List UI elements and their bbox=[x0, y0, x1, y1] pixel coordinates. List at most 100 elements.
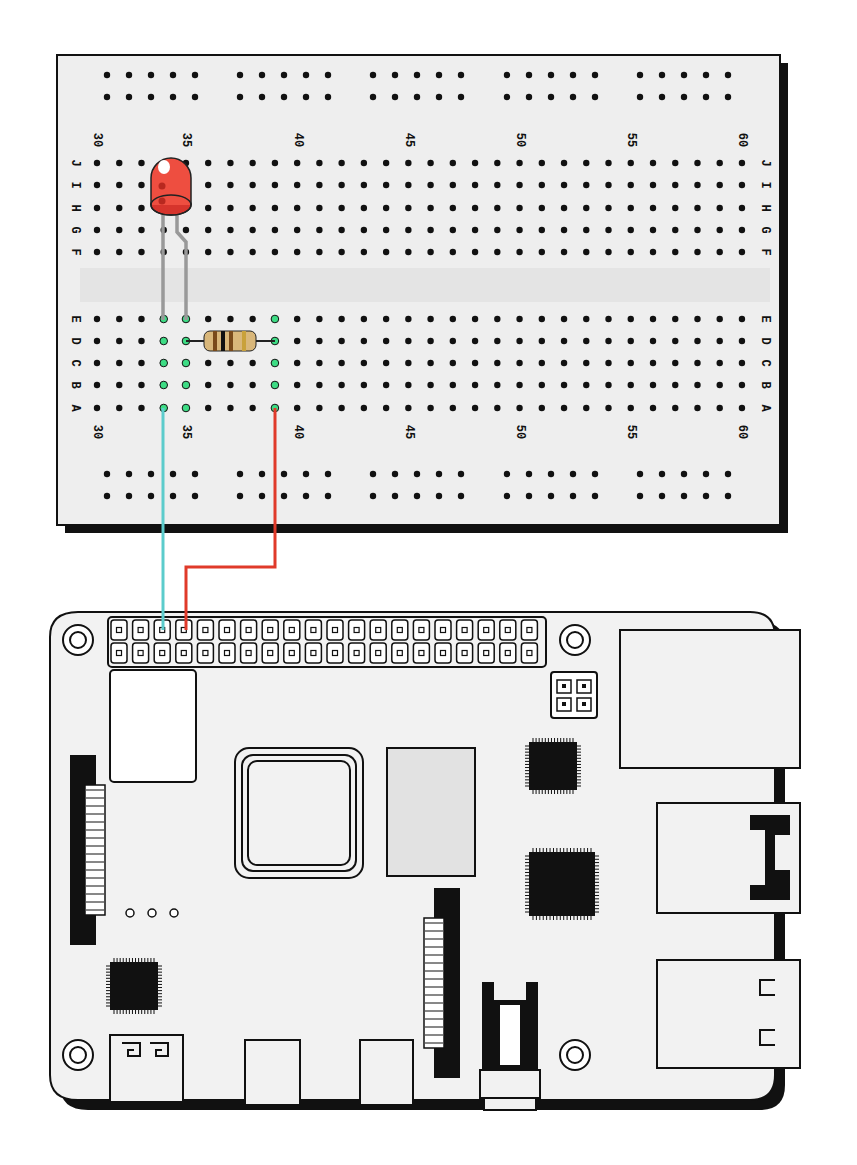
usb-port bbox=[657, 803, 800, 913]
breadboard-hole bbox=[249, 316, 255, 322]
rail-hole bbox=[259, 493, 265, 499]
header-pin bbox=[413, 643, 429, 663]
pin-contact bbox=[246, 628, 251, 633]
breadboard-hole bbox=[561, 382, 567, 388]
breadboard-hole bbox=[494, 227, 500, 233]
breadboard-hole bbox=[361, 249, 367, 255]
rail-hole bbox=[281, 471, 287, 477]
breadboard-hole bbox=[138, 405, 144, 411]
rail-hole bbox=[458, 94, 464, 100]
breadboard-hole bbox=[182, 404, 190, 412]
rail-hole bbox=[303, 493, 309, 499]
rail-hole bbox=[725, 471, 731, 477]
breadboard-hole bbox=[450, 382, 456, 388]
breadboard-hole bbox=[116, 249, 122, 255]
rail-hole bbox=[703, 471, 709, 477]
column-number: 40 bbox=[292, 133, 304, 147]
breadboard-hole bbox=[205, 249, 211, 255]
breadboard-hole bbox=[294, 382, 300, 388]
breadboard-hole bbox=[361, 160, 367, 166]
breadboard-hole bbox=[605, 182, 611, 188]
breadboard-hole bbox=[116, 182, 122, 188]
breadboard-hole bbox=[227, 316, 233, 322]
pin-contact bbox=[289, 651, 294, 656]
usb-c-port bbox=[110, 1035, 183, 1102]
pin-contact bbox=[333, 651, 338, 656]
rail-hole bbox=[126, 471, 132, 477]
rail-hole bbox=[303, 94, 309, 100]
breadboard-hole bbox=[94, 338, 100, 344]
breadboard-hole bbox=[583, 338, 589, 344]
contact bbox=[86, 798, 104, 799]
pin-contact bbox=[268, 628, 273, 633]
gpio-header bbox=[108, 617, 546, 667]
header-pin bbox=[154, 643, 170, 663]
rail-hole bbox=[526, 94, 532, 100]
header-pin bbox=[370, 643, 386, 663]
breadboard-hole bbox=[717, 338, 723, 344]
column-number: 60 bbox=[736, 133, 748, 147]
breadboard-hole bbox=[427, 227, 433, 233]
hdmi-port bbox=[360, 1040, 413, 1105]
rail-hole bbox=[126, 94, 132, 100]
breadboard-hole bbox=[272, 227, 278, 233]
header-pin bbox=[500, 620, 516, 640]
rail-hole bbox=[148, 493, 154, 499]
breadboard-hole bbox=[494, 405, 500, 411]
contact bbox=[425, 1027, 443, 1028]
breadboard-hole bbox=[516, 227, 522, 233]
usb-port bbox=[657, 960, 800, 1068]
breadboard-holes bbox=[94, 72, 745, 499]
header-pin bbox=[435, 643, 451, 663]
pin-contact bbox=[160, 651, 165, 656]
breadboard-hole bbox=[672, 227, 678, 233]
rail-hole bbox=[237, 94, 243, 100]
rail-hole bbox=[126, 493, 132, 499]
breadboard-hole bbox=[316, 205, 322, 211]
breadboard-hole bbox=[516, 382, 522, 388]
header-pin bbox=[111, 643, 127, 663]
breadboard-hole bbox=[116, 382, 122, 388]
breadboard-hole bbox=[138, 316, 144, 322]
breadboard-hole bbox=[316, 405, 322, 411]
pin-contact bbox=[505, 651, 510, 656]
breadboard-hole bbox=[316, 249, 322, 255]
breadboard-hole bbox=[383, 160, 389, 166]
breadboard-hole bbox=[472, 405, 478, 411]
row-letter: C bbox=[759, 359, 771, 366]
header-pin bbox=[133, 643, 149, 663]
breadboard-hole bbox=[539, 205, 545, 211]
rail-hole bbox=[237, 471, 243, 477]
contact bbox=[86, 838, 104, 839]
rail-hole bbox=[659, 471, 665, 477]
rail-hole bbox=[703, 94, 709, 100]
breadboard-hole bbox=[583, 316, 589, 322]
rail-hole bbox=[637, 72, 643, 78]
breadboard-hole bbox=[717, 160, 723, 166]
breadboard-hole bbox=[361, 382, 367, 388]
breadboard-hole bbox=[694, 382, 700, 388]
breadboard-hole bbox=[116, 405, 122, 411]
breadboard-hole bbox=[672, 182, 678, 188]
breadboard-hole bbox=[427, 182, 433, 188]
display-connector bbox=[70, 755, 105, 945]
breadboard-hole bbox=[183, 227, 189, 233]
contact bbox=[425, 987, 443, 988]
breadboard-hole bbox=[539, 338, 545, 344]
breadboard-hole bbox=[650, 182, 656, 188]
breadboard-hole bbox=[672, 316, 678, 322]
breadboard-hole bbox=[605, 405, 611, 411]
header-pin bbox=[305, 620, 321, 640]
breadboard-hole bbox=[650, 338, 656, 344]
contact bbox=[425, 1043, 443, 1044]
contact bbox=[86, 822, 104, 823]
breadboard-hole bbox=[338, 360, 344, 366]
audio-jack bbox=[480, 982, 540, 1110]
rail-hole bbox=[259, 471, 265, 477]
rail-hole bbox=[281, 72, 287, 78]
column-number: 30 bbox=[91, 133, 103, 147]
breadboard-hole bbox=[739, 227, 745, 233]
breadboard-hole bbox=[739, 338, 745, 344]
breadboard-hole bbox=[227, 405, 233, 411]
